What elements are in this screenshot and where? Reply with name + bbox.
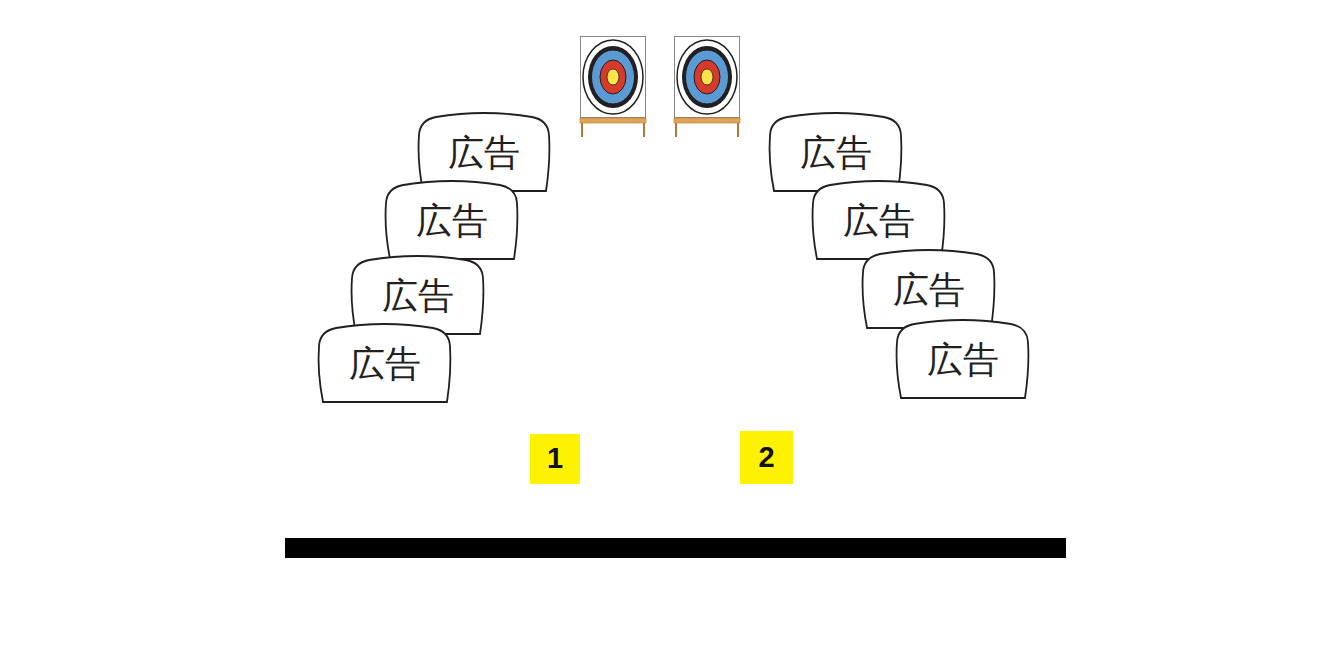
- ad-label: 広告: [927, 340, 999, 380]
- ad-label: 広告: [448, 133, 520, 173]
- ad-board: 広告: [862, 250, 995, 329]
- ad-board: 広告: [385, 181, 518, 260]
- ad-board: 広告: [418, 113, 550, 192]
- ad-label: 広告: [382, 276, 454, 316]
- shooting-line: [285, 538, 1066, 558]
- ad-board: 広告: [812, 181, 945, 260]
- position-number: 2: [758, 442, 774, 474]
- position-marker: 1: [530, 434, 580, 484]
- archery-target: [580, 37, 646, 138]
- archery-target: [674, 37, 740, 138]
- ad-board: 広告: [896, 320, 1029, 399]
- position-marker: 2: [740, 431, 793, 484]
- ad-board: 広告: [318, 324, 451, 403]
- ad-board: 広告: [351, 256, 484, 335]
- ad-label: 広告: [843, 201, 915, 241]
- position-number: 1: [547, 443, 563, 475]
- ad-label: 広告: [349, 344, 421, 384]
- ad-label: 広告: [893, 270, 965, 310]
- ad-label: 広告: [800, 133, 872, 173]
- ad-label: 広告: [416, 201, 488, 241]
